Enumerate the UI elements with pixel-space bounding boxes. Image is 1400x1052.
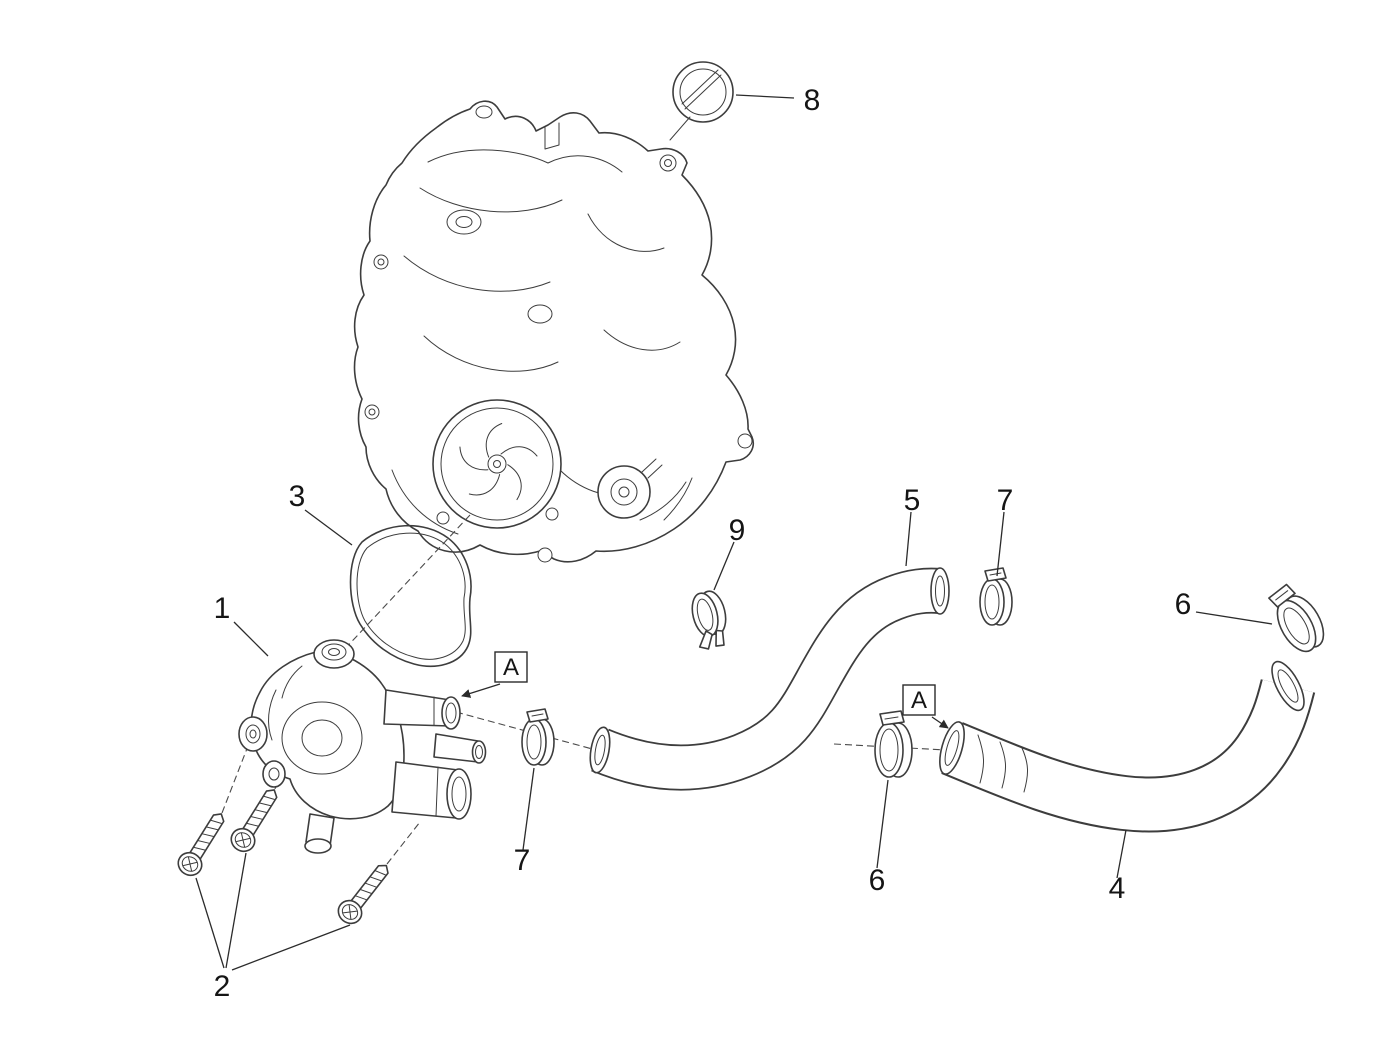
water-pump-cover-part-1	[238, 639, 487, 854]
part-label-2: 2	[214, 970, 231, 1003]
gasket-part-3	[349, 524, 472, 668]
part-label-8: 8	[804, 84, 821, 117]
hose-part-5	[589, 567, 950, 791]
part-label-3: 3	[289, 480, 306, 513]
part-label-6-right: 6	[1175, 588, 1192, 621]
screw	[177, 813, 225, 877]
part-label-7-left: 7	[514, 844, 531, 877]
detail-label-a-left: A	[494, 651, 528, 683]
filler-cap-part-8	[672, 61, 734, 123]
part-label-1: 1	[214, 592, 231, 625]
detail-a-left-text: A	[503, 654, 519, 681]
part-label-6-left: 6	[869, 864, 886, 897]
clamp-part-6-right	[1268, 583, 1325, 653]
part-label-4: 4	[1109, 872, 1126, 905]
impeller	[459, 422, 538, 501]
leader-lines	[195, 94, 1273, 971]
clamp-part-9	[691, 590, 727, 650]
part-label-9: 9	[729, 514, 746, 547]
engine-cover-drawing	[353, 100, 755, 563]
labels: 1 2 3 4 5 6 6 7 7 8 9 A A	[214, 84, 1192, 1003]
detail-label-a-right: A	[902, 684, 936, 716]
screw	[337, 864, 389, 925]
clamp-part-7-right	[979, 567, 1013, 626]
clamp-part-6-left	[874, 710, 913, 778]
part-label-7-right: 7	[997, 484, 1014, 517]
hose-part-4	[939, 660, 1316, 833]
clamp-part-7-left	[521, 708, 555, 766]
detail-a-right-text: A	[911, 687, 927, 714]
screws-part-2	[177, 789, 389, 925]
part-label-5: 5	[904, 484, 921, 517]
screw	[230, 789, 278, 853]
